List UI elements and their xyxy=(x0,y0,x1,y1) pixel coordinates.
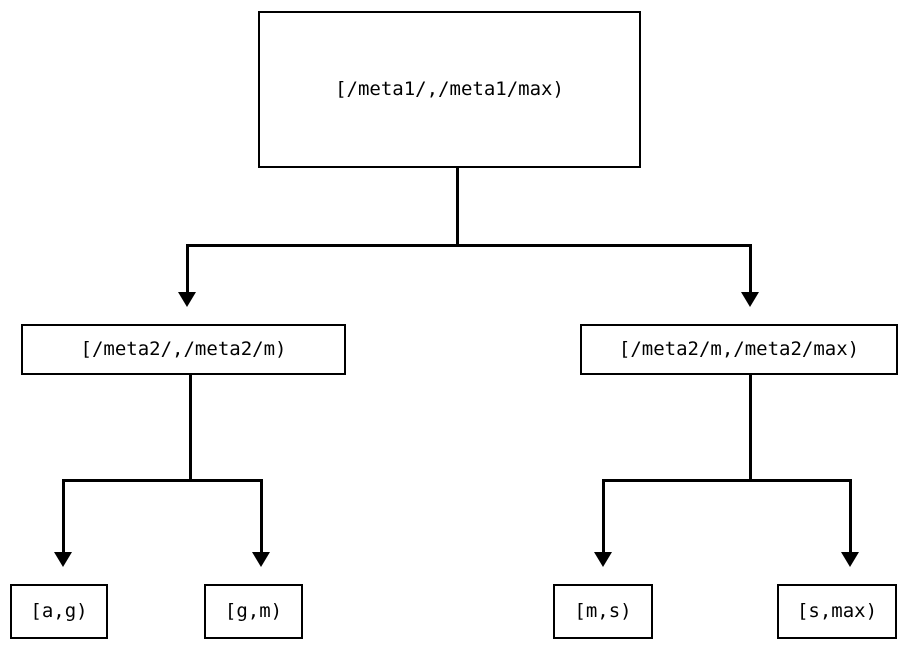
edge-root-split-bar xyxy=(186,244,752,247)
arrowhead-down-icon-leaf-smax xyxy=(841,552,859,567)
edge-root-to-mid-left xyxy=(186,244,189,294)
tree-node-leaf-ag: [a,g) xyxy=(10,584,108,639)
edge-mid-right-to-leaf-smax xyxy=(849,479,852,554)
arrowhead-down-icon-leaf-ms xyxy=(594,552,612,567)
edge-root-stem xyxy=(456,167,459,247)
tree-node-mid-right-label: [/meta2/m,/meta2/max) xyxy=(618,338,860,360)
tree-node-mid-right: [/meta2/m,/meta2/max) xyxy=(580,324,898,375)
edge-mid-left-split-bar xyxy=(62,479,263,482)
arrowhead-down-icon-mid-right xyxy=(741,292,759,307)
edge-mid-left-to-leaf-ag xyxy=(62,479,65,554)
edge-mid-left-to-leaf-gm xyxy=(260,479,263,554)
tree-node-leaf-ms: [m,s) xyxy=(553,584,653,639)
tree-node-leaf-gm-label: [g,m) xyxy=(224,600,283,622)
tree-node-mid-left-label: [/meta2/,/meta2/m) xyxy=(80,338,287,360)
arrowhead-down-icon-leaf-ag xyxy=(54,552,72,567)
tree-node-root-label: [/meta1/,/meta1/max) xyxy=(335,78,564,100)
arrowhead-down-icon-leaf-gm xyxy=(252,552,270,567)
arrowhead-down-icon-mid-left xyxy=(178,292,196,307)
tree-node-leaf-gm: [g,m) xyxy=(204,584,303,639)
tree-node-root: [/meta1/,/meta1/max) xyxy=(258,11,641,168)
tree-node-leaf-ms-label: [m,s) xyxy=(574,600,632,622)
edge-mid-left-stem xyxy=(189,375,192,481)
tree-node-mid-left: [/meta2/,/meta2/m) xyxy=(21,324,346,375)
edge-root-to-mid-right xyxy=(749,244,752,294)
edge-mid-right-stem xyxy=(749,375,752,481)
edge-mid-right-to-leaf-ms xyxy=(602,479,605,554)
tree-node-leaf-smax-label: [s,max) xyxy=(796,600,878,622)
tree-node-leaf-ag-label: [a,g) xyxy=(30,600,88,622)
edge-mid-right-split-bar xyxy=(602,479,852,482)
tree-node-leaf-smax: [s,max) xyxy=(777,584,897,639)
